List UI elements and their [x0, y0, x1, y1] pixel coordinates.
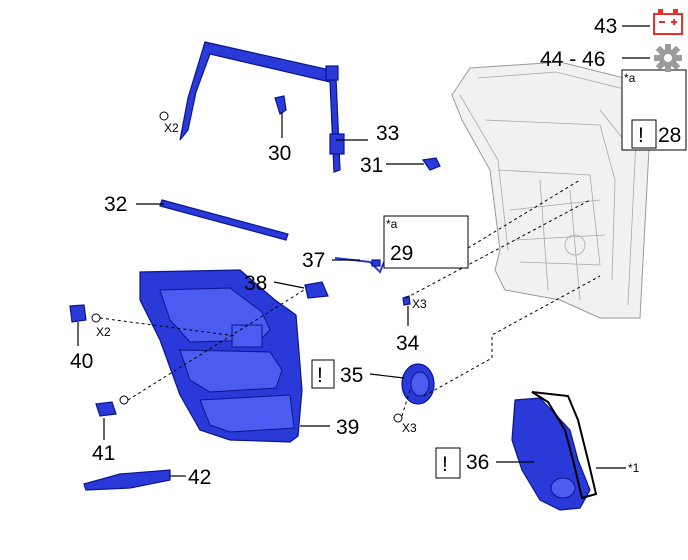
door-frame — [451, 61, 651, 319]
leader-lines — [77, 25, 661, 477]
callout-28: 28 — [658, 124, 681, 147]
callout-39: 39 — [336, 416, 359, 439]
callout-33: 33 — [376, 122, 399, 145]
part-41-cover — [95, 401, 117, 417]
caution-mark-36: ! — [442, 453, 448, 476]
callout-30: 30 — [268, 142, 291, 165]
note-x3-34: X3 — [412, 297, 427, 311]
part-33-window-frame — [179, 41, 345, 173]
callout-labels: 43 44 - 46 28 29 30 31 32 33 34 35 36 37… — [70, 15, 681, 489]
note-star-a-29: *a — [386, 217, 398, 231]
callout-43: 43 — [594, 15, 617, 38]
callout-34: 34 — [396, 332, 420, 355]
part-31-bracket — [421, 157, 441, 171]
note-x2-left: X2 — [96, 325, 111, 339]
detail-box-29 — [383, 215, 469, 269]
caution-box-28 — [631, 119, 657, 149]
gear-icon — [654, 44, 682, 72]
part-35-speaker — [401, 363, 435, 405]
part-42-lower-trim — [83, 469, 171, 491]
callout-32: 32 — [104, 193, 127, 216]
note-x3-35: X3 — [402, 421, 417, 435]
part-40-clip — [69, 304, 87, 323]
note-x2-top: X2 — [164, 121, 179, 135]
part-36-service-cover — [511, 391, 598, 511]
part-34-clip — [402, 295, 411, 306]
part-32-weatherstrip — [159, 199, 289, 241]
callout-35: 35 — [340, 364, 363, 387]
note-labels: *a *a *1 X2 X2 X3 X3 ! ! ! — [96, 71, 644, 476]
note-star-1: *1 — [628, 461, 640, 475]
callout-38: 38 — [244, 272, 267, 295]
caution-box-35 — [311, 359, 335, 389]
part-30-clip — [274, 95, 287, 115]
callout-37: 37 — [302, 249, 325, 272]
caution-box-36 — [435, 447, 461, 479]
callout-29: 29 — [390, 242, 413, 265]
callout-42: 42 — [188, 466, 211, 489]
callout-31: 31 — [360, 154, 383, 177]
caution-mark-35: ! — [317, 364, 323, 387]
part-38-switch — [304, 281, 329, 299]
callout-44-46: 44 - 46 — [540, 48, 605, 71]
battery-icon — [653, 9, 683, 35]
assembly-dashed-lines — [99, 179, 601, 417]
callout-41: 41 — [92, 442, 115, 465]
callout-40: 40 — [70, 350, 93, 373]
part-39-door-trim-panel — [139, 269, 303, 443]
caution-mark-28: ! — [638, 124, 644, 147]
callout-36: 36 — [466, 451, 489, 474]
note-star-a-28: *a — [624, 71, 636, 85]
